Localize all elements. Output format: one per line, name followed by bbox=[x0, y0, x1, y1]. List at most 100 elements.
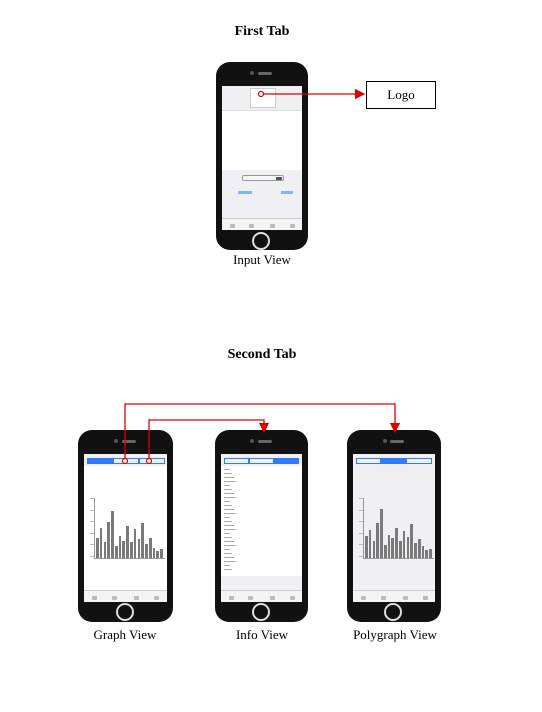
tab-icon[interactable] bbox=[230, 224, 235, 228]
y-gridline bbox=[90, 498, 94, 499]
y-gridline bbox=[359, 498, 363, 499]
chart-bar bbox=[137, 538, 141, 558]
first-tab-title: First Tab bbox=[234, 24, 290, 39]
tab-icon[interactable] bbox=[423, 596, 428, 600]
y-gridline bbox=[359, 544, 363, 546]
chart-bar bbox=[148, 537, 152, 558]
list-item bbox=[224, 501, 230, 502]
y-gridline bbox=[90, 544, 94, 546]
phone-camera bbox=[250, 71, 254, 75]
list-item bbox=[224, 473, 232, 474]
chart-bar bbox=[406, 537, 410, 558]
list-item bbox=[224, 497, 236, 498]
tab-icon[interactable] bbox=[249, 224, 254, 228]
phone-graph-view bbox=[78, 430, 173, 622]
tab-bar bbox=[84, 590, 167, 602]
info-list-area bbox=[221, 466, 302, 576]
list-item bbox=[224, 561, 236, 562]
list-item bbox=[224, 553, 232, 554]
segment-graph[interactable] bbox=[87, 458, 113, 464]
chart-bar bbox=[383, 545, 387, 558]
chart-bar bbox=[380, 508, 383, 558]
chart-bar bbox=[152, 547, 156, 558]
caption-input-view: Input View bbox=[233, 252, 291, 267]
graph-area bbox=[84, 466, 167, 590]
list-item bbox=[224, 537, 232, 538]
tab-icon[interactable] bbox=[403, 596, 408, 600]
bar-chart-graph-view bbox=[90, 498, 165, 559]
graph-area bbox=[353, 466, 435, 590]
tab-icon[interactable] bbox=[134, 596, 139, 600]
tab-icon[interactable] bbox=[290, 224, 295, 228]
y-gridline bbox=[90, 556, 94, 557]
chevron-down-icon bbox=[276, 177, 282, 180]
y-gridline bbox=[359, 556, 363, 557]
input-view-screen bbox=[222, 86, 302, 230]
chart-bar bbox=[156, 551, 160, 558]
chart-bar bbox=[122, 540, 126, 558]
tab-icon[interactable] bbox=[112, 596, 117, 600]
segment-info[interactable] bbox=[249, 458, 274, 464]
logo-placeholder bbox=[250, 88, 276, 108]
phone-speaker bbox=[390, 440, 404, 443]
chart-bar bbox=[96, 538, 99, 558]
caption-polygraph-view: Polygraph View bbox=[353, 627, 437, 642]
segment-info[interactable] bbox=[381, 458, 406, 464]
segment-polygraph[interactable] bbox=[406, 458, 432, 464]
phone-speaker bbox=[121, 440, 136, 443]
chart-bar bbox=[126, 526, 129, 558]
chart-bar bbox=[114, 546, 118, 558]
dropdown-picker[interactable] bbox=[242, 175, 284, 181]
chart-bar bbox=[417, 539, 421, 558]
segment-graph[interactable] bbox=[356, 458, 381, 464]
list-item bbox=[224, 489, 232, 490]
info-arrow-origin bbox=[145, 457, 153, 465]
list-item bbox=[224, 557, 234, 558]
list-item bbox=[224, 549, 230, 550]
second-tab-title: Second Tab bbox=[227, 347, 297, 362]
chart-bar bbox=[130, 542, 133, 558]
logo-arrow-origin bbox=[257, 90, 265, 98]
tab-icon[interactable] bbox=[361, 596, 366, 600]
chart-bar bbox=[160, 549, 163, 558]
list-item bbox=[224, 545, 236, 546]
list-item bbox=[224, 533, 230, 534]
tab-icon[interactable] bbox=[92, 596, 97, 600]
tab-icon[interactable] bbox=[270, 596, 275, 600]
home-button bbox=[384, 603, 402, 621]
list-item bbox=[224, 541, 234, 542]
list-item bbox=[224, 509, 234, 510]
segment-graph[interactable] bbox=[224, 458, 249, 464]
list-item bbox=[224, 481, 236, 482]
tab-icon[interactable] bbox=[229, 596, 234, 600]
phone-camera bbox=[250, 439, 254, 443]
chart-bar bbox=[391, 538, 395, 558]
tab-icon[interactable] bbox=[154, 596, 159, 600]
chart-bar bbox=[141, 523, 144, 558]
tab-icon[interactable] bbox=[270, 224, 275, 228]
phone-speaker bbox=[257, 440, 272, 443]
chart-bar bbox=[414, 542, 417, 558]
tab-bar bbox=[221, 590, 302, 602]
chart-bar bbox=[429, 548, 432, 558]
y-gridline bbox=[359, 521, 363, 523]
tab-icon[interactable] bbox=[381, 596, 386, 600]
chart-bar bbox=[145, 544, 148, 558]
y-gridline bbox=[90, 532, 94, 534]
info-view-screen bbox=[221, 454, 302, 602]
tab-bar bbox=[353, 590, 435, 602]
right-action-button[interactable] bbox=[281, 191, 293, 194]
list-item bbox=[224, 513, 236, 514]
segment-polygraph[interactable] bbox=[274, 458, 299, 464]
phone-info-view bbox=[215, 430, 308, 622]
chart-bar bbox=[399, 540, 402, 558]
left-action-button[interactable] bbox=[238, 191, 252, 194]
list-item bbox=[224, 493, 234, 494]
y-gridline bbox=[359, 509, 363, 511]
segment-polygraph[interactable] bbox=[139, 458, 165, 464]
tab-icon[interactable] bbox=[248, 596, 253, 600]
chart-bar bbox=[395, 527, 398, 558]
list-item bbox=[224, 521, 232, 522]
tab-icon[interactable] bbox=[290, 596, 295, 600]
